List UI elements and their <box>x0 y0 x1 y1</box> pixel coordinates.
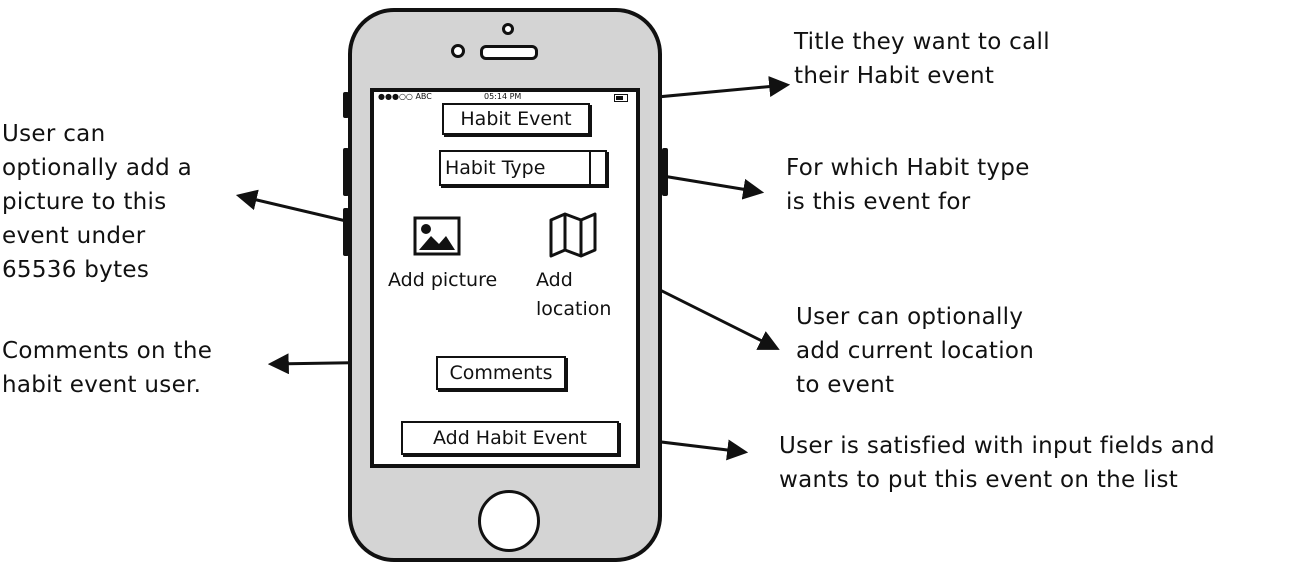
volume-up-button <box>343 92 349 118</box>
add-location-line2: location <box>536 298 612 320</box>
sensor-dot <box>502 23 514 35</box>
home-button[interactable] <box>478 490 540 552</box>
volume-down-button <box>343 148 349 196</box>
comments-annotation: Comments on the habit event user. <box>2 338 213 398</box>
habit-type-dropdown[interactable]: Habit Type <box>439 150 607 186</box>
silent-button <box>343 208 349 256</box>
front-camera <box>451 44 465 58</box>
habit-event-title-field[interactable]: Habit Event <box>442 103 590 135</box>
picture-annotation: User can optionally add a picture to thi… <box>2 121 193 283</box>
comments-field[interactable]: Comments <box>436 356 566 390</box>
dropdown-divider <box>589 152 591 184</box>
battery-icon <box>614 94 628 102</box>
map-icon[interactable] <box>548 212 598 258</box>
image-icon[interactable] <box>413 216 461 256</box>
add-picture-label[interactable]: Add picture <box>388 269 498 291</box>
add-location-label[interactable]: Add location <box>536 266 611 324</box>
habit-type-label: Habit Type <box>445 157 546 179</box>
location-annotation: User can optionally add current location… <box>796 304 1035 398</box>
status-time: 05:14 PM <box>484 92 522 101</box>
submit-annotation: User is satisfied with input fields and … <box>779 433 1215 493</box>
speaker-grille <box>480 45 538 60</box>
title-annotation: Title they want to call their Habit even… <box>794 29 1050 89</box>
carrier-signal: ●●●○○ ABC <box>378 92 432 101</box>
habit-type-annotation: For which Habit type is this event for <box>786 155 1030 215</box>
add-location-line1: Add <box>536 269 573 291</box>
add-habit-event-button[interactable]: Add Habit Event <box>401 421 619 455</box>
power-button <box>662 148 668 196</box>
